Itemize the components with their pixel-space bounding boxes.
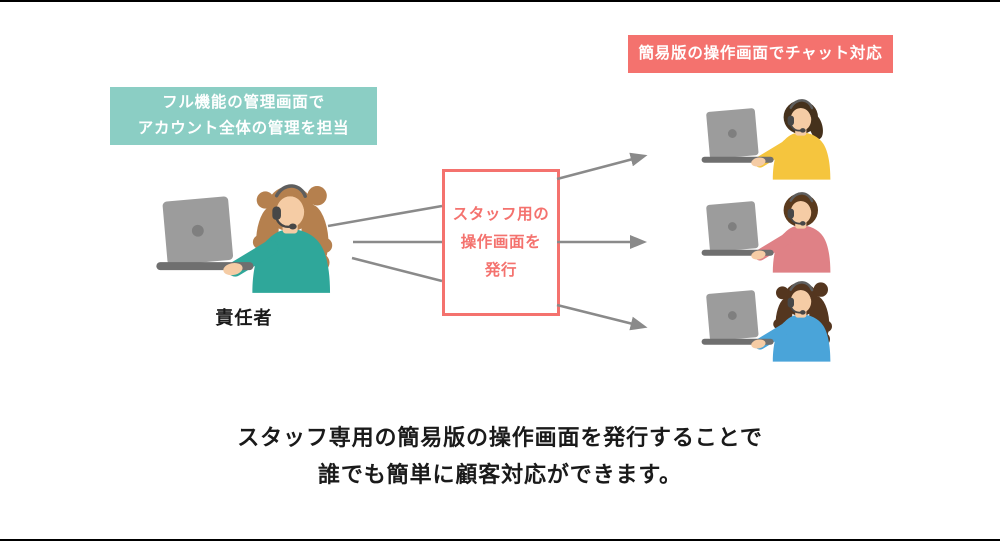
person-hand bbox=[223, 263, 243, 276]
headset-icon bbox=[272, 184, 307, 230]
staff-illustration-1 bbox=[688, 90, 840, 180]
manager-callout-line1: フル機能の管理画面で bbox=[162, 94, 325, 111]
person-face bbox=[790, 200, 812, 225]
process-box-line1: スタッフ用の bbox=[452, 205, 550, 223]
process-box-line2: 操作画面を bbox=[460, 233, 542, 251]
person-hand bbox=[751, 339, 766, 349]
caption-line2: 誰でも簡単に顧客対応ができます。 bbox=[318, 462, 682, 487]
person-hair-front bbox=[276, 189, 305, 210]
manager-illustration bbox=[138, 172, 343, 293]
staff-illustration-2 bbox=[688, 183, 840, 273]
person-face bbox=[790, 107, 812, 132]
top-edge-line bbox=[0, 0, 1000, 2]
person-figure bbox=[156, 184, 333, 293]
person-torso bbox=[772, 225, 831, 273]
caption-line1: スタッフ専用の簡易版の操作画面を発行することで bbox=[237, 425, 763, 450]
person-face bbox=[276, 196, 305, 228]
process-box: スタッフ用の 操作画面を 発行 bbox=[442, 169, 560, 316]
person-hair-front bbox=[790, 103, 812, 118]
manager-callout: フル機能の管理画面で アカウント全体の管理を担当 bbox=[110, 87, 377, 145]
person-hand bbox=[751, 157, 766, 167]
person-torso bbox=[772, 132, 831, 180]
staff-callout: 簡易版の操作画面でチャット対応 bbox=[628, 35, 893, 73]
headset-icon bbox=[787, 192, 814, 226]
person-hair-front bbox=[790, 196, 812, 211]
person-figure bbox=[701, 99, 831, 180]
person-hand bbox=[751, 250, 766, 260]
person-figure bbox=[701, 281, 832, 362]
person-face bbox=[790, 289, 812, 314]
staff-illustration-3 bbox=[688, 272, 840, 362]
headset-icon bbox=[787, 99, 814, 133]
bottom-edge-line bbox=[0, 539, 1000, 541]
arrow-box-to-staff1 bbox=[556, 152, 648, 181]
person-hair-front bbox=[790, 285, 812, 300]
manager-callout-line2: アカウント全体の管理を担当 bbox=[137, 120, 350, 137]
person-figure bbox=[701, 192, 831, 273]
headset-icon bbox=[787, 281, 814, 315]
line-manager-to-box-top bbox=[327, 204, 443, 228]
staff-callout-text: 簡易版の操作画面でチャット対応 bbox=[638, 45, 883, 62]
line-manager-to-box-bottom bbox=[351, 256, 443, 283]
process-box-line3: 発行 bbox=[484, 261, 518, 279]
manager-label: 責任者 bbox=[215, 308, 273, 328]
arrow-box-to-staff3 bbox=[556, 303, 648, 331]
